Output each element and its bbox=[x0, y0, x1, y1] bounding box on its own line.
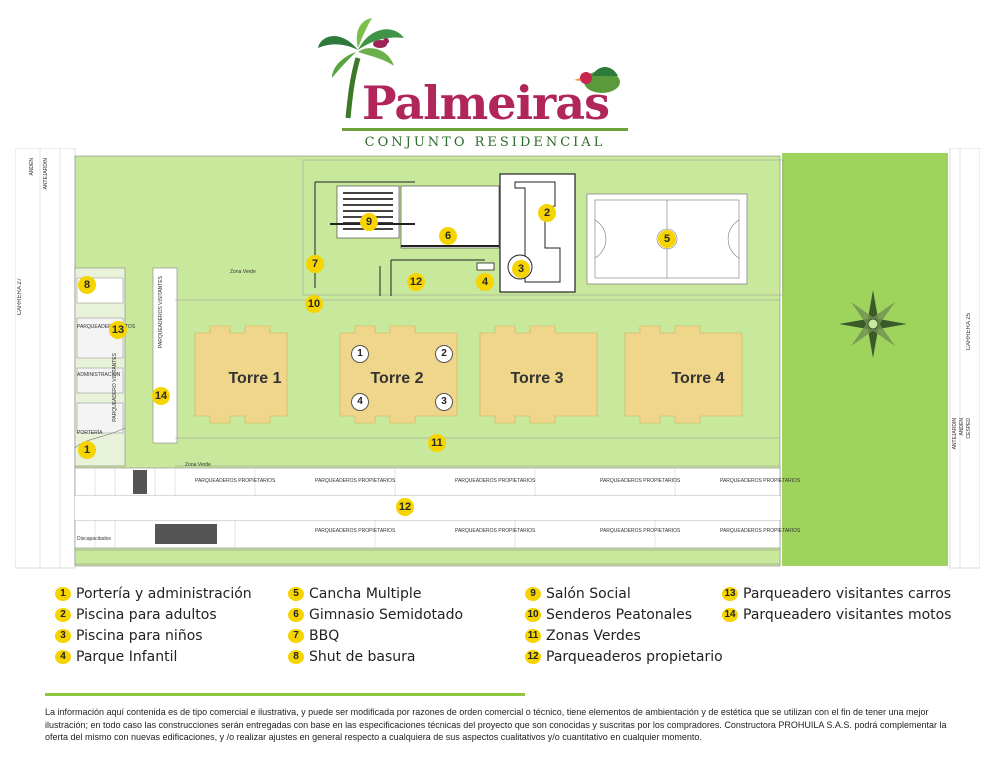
parqueaderos-propietarios-label-6: PARQUEADEROS PROPIETARIOS bbox=[315, 528, 396, 534]
parqueaderos-visitantes-label: PARQUEADEROS VISITANTES bbox=[158, 276, 164, 349]
tower2-marker-3: 3 bbox=[435, 393, 453, 411]
badge-porteria: 1 bbox=[78, 441, 96, 459]
tower-4-label: Torre 4 bbox=[671, 370, 725, 387]
parqueaderos-propietarios-label-7: PARQUEADEROS PROPIETARIOS bbox=[455, 528, 536, 534]
brand-subtitle: CONJUNTO RESIDENCIAL bbox=[364, 135, 606, 150]
badge-salon-social: 9 bbox=[360, 213, 378, 231]
zona-verde-label-bottom: Zona Verde bbox=[185, 462, 211, 468]
badge-parqueadero-visitantes-carros: 13 bbox=[109, 321, 127, 339]
parqueaderos-propietarios-label-3: PARQUEADEROS PROPIETARIOS bbox=[455, 478, 536, 484]
disclaimer-text: La información aquí contenida es de tipo… bbox=[45, 707, 947, 742]
tower-3-label: Torre 3 bbox=[510, 370, 564, 387]
street-right-label: CARRERA 25 bbox=[966, 313, 972, 351]
parqueaderos-propietarios-label-1: PARQUEADEROS PROPIETARIOS bbox=[195, 478, 276, 484]
badge-piscina-adultos: 2 bbox=[538, 204, 556, 222]
brand-logo: Palmeiras CONJUNTO RESIDENCIAL bbox=[310, 18, 630, 153]
parqueaderos-propietarios-label-5: PARQUEADEROS PROPIETARIOS bbox=[720, 478, 801, 484]
badge-piscina-ninos: 3 bbox=[512, 260, 530, 278]
badge-bbq: 7 bbox=[306, 255, 324, 273]
parqueadero-visitantes-motos-label: PARQUEADERO VISITANTES bbox=[112, 353, 118, 422]
administracion-label: ADMINISTRACIÓN bbox=[77, 372, 121, 378]
parqueaderos-propietarios-label-2: PARQUEADEROS PROPIETARIOS bbox=[315, 478, 396, 484]
parqueaderos-propietarios-label-8: PARQUEADEROS PROPIETARIOS bbox=[600, 528, 681, 534]
bird-icon bbox=[574, 67, 620, 93]
parqueaderos-propietarios-label-9: PARQUEADEROS PROPIETARIOS bbox=[720, 528, 801, 534]
street-left-label: CARRERA 27 bbox=[17, 278, 23, 316]
palm-tree-icon bbox=[318, 18, 404, 119]
tower2-marker-1: 1 bbox=[351, 345, 369, 363]
badge-cancha: 5 bbox=[658, 230, 676, 248]
discapacitados-label: Discapacitados bbox=[77, 536, 111, 542]
brand-name: Palmeiras bbox=[362, 76, 610, 130]
badge-parqueaderos-propietario-top: 12 bbox=[407, 273, 425, 291]
badge-parqueadero-visitantes-motos: 14 bbox=[152, 387, 170, 405]
parqueadero-motos-label: PARQUEADERO MOTOS bbox=[77, 324, 136, 330]
street-left-antejardin-label: ANTEJARDIN bbox=[43, 158, 49, 190]
parqueaderos-propietarios-label-4: PARQUEADEROS PROPIETARIOS bbox=[600, 478, 681, 484]
site-plan-map: CARRERA 27 ANDEN ANTEJARDIN CARRERA 25 A… bbox=[15, 148, 980, 573]
street-right-anden-label: ANDEN bbox=[959, 418, 965, 436]
tower-1-label: Torre 1 bbox=[228, 370, 282, 387]
tower2-marker-2: 2 bbox=[435, 345, 453, 363]
porteria-label: PORTERÍA bbox=[77, 430, 103, 436]
compass-icon bbox=[839, 290, 907, 358]
street-right-antejardin-label: ANTEJARDIN bbox=[952, 418, 958, 450]
zona-verde-label-top: Zona Verde bbox=[230, 269, 256, 275]
tower2-marker-4: 4 bbox=[351, 393, 369, 411]
tower-2-label: Torre 2 bbox=[370, 370, 424, 387]
street-left-anden-label: ANDEN bbox=[29, 158, 35, 176]
badge-shut-basura: 8 bbox=[78, 276, 96, 294]
badge-zonas-verdes: 11 bbox=[428, 434, 446, 452]
site-plan-drawing bbox=[15, 148, 980, 569]
badge-parqueaderos-propietario-bottom: 12 bbox=[396, 498, 414, 516]
badge-parque-infantil: 4 bbox=[476, 273, 494, 291]
logo-divider bbox=[342, 128, 628, 131]
badge-gimnasio: 6 bbox=[439, 227, 457, 245]
badge-senderos: 10 bbox=[305, 295, 323, 313]
disclaimer-divider bbox=[45, 693, 525, 696]
street-right-cesped-label: CESPED bbox=[966, 418, 972, 439]
